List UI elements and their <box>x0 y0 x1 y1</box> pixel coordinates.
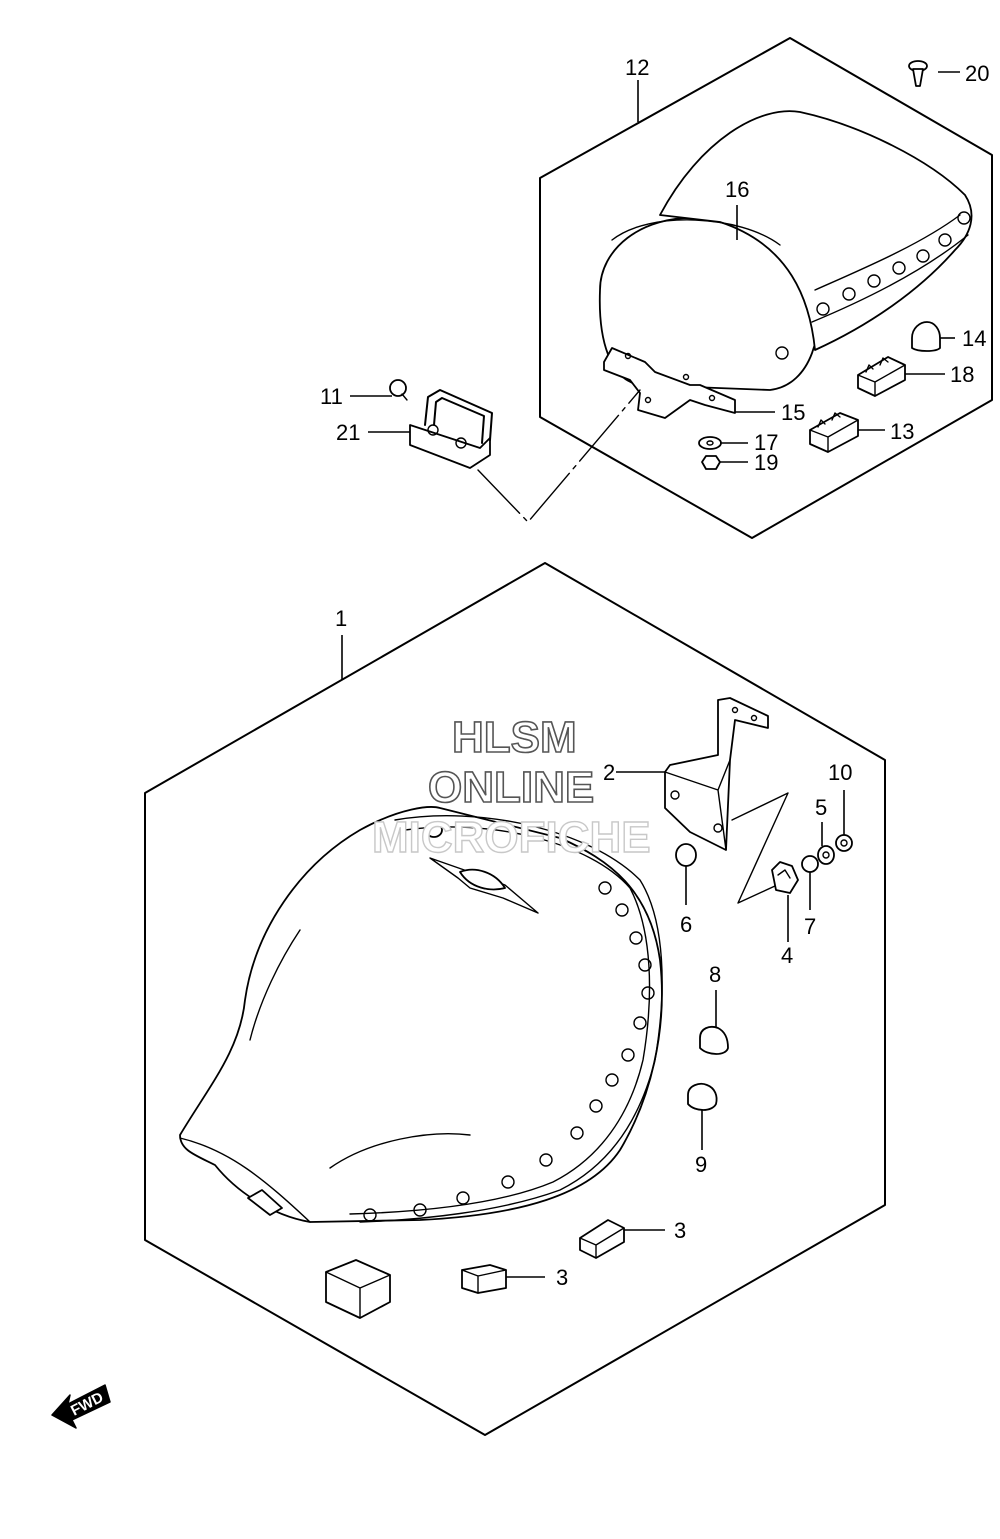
callout-4: 4 <box>781 943 793 968</box>
watermark-line-2: ONLINE <box>428 763 594 812</box>
collar-part-7 <box>801 855 819 873</box>
washer-part-5 <box>817 845 835 865</box>
callout-16: 16 <box>725 177 749 202</box>
damper-part-4 <box>771 861 799 894</box>
callout-12: 12 <box>625 55 649 80</box>
zigzag-connector <box>731 792 789 904</box>
bolt-part-11 <box>389 379 408 401</box>
callout-18: 18 <box>950 362 974 387</box>
bracket-part-2 <box>664 697 769 851</box>
bracket-part-15 <box>603 347 736 419</box>
nut-part-19 <box>701 455 721 470</box>
callout-3-upper: 3 <box>674 1218 686 1243</box>
watermark-line-3: MICROFICHE <box>372 813 651 862</box>
rubber-cushion-part-14 <box>911 321 941 352</box>
callout-19: 19 <box>754 450 778 475</box>
watermark-line-1: HLSM <box>452 713 577 762</box>
watermark: HLSM ONLINE MICROFICHE <box>371 712 651 863</box>
fwd-arrow-shape <box>51 1384 111 1429</box>
leader-lines <box>341 71 960 1278</box>
callout-15: 15 <box>781 400 805 425</box>
upper-frame-hexagon <box>539 37 993 539</box>
nut-part-10 <box>835 834 853 852</box>
callout-3-lower: 3 <box>556 1265 568 1290</box>
callout-14: 14 <box>962 326 986 351</box>
callout-labels: 12 20 16 14 18 15 13 17 19 11 21 1 2 10 … <box>320 55 989 1290</box>
callout-20: 20 <box>965 61 989 86</box>
cushion-part-18 <box>857 356 906 397</box>
passenger-seat-part-16 <box>598 110 973 391</box>
callout-10: 10 <box>828 760 852 785</box>
callout-13: 13 <box>890 419 914 444</box>
callout-9: 9 <box>695 1152 707 1177</box>
cushion-part-3-lower <box>461 1264 507 1294</box>
callout-11: 11 <box>320 384 343 409</box>
callout-5: 5 <box>815 795 827 820</box>
callout-1: 1 <box>335 606 347 631</box>
cushion-part-8 <box>699 1025 729 1055</box>
cushion-part-13 <box>809 412 859 453</box>
callout-21: 21 <box>336 420 360 445</box>
seat-body <box>179 806 663 1223</box>
washer-part-17 <box>698 436 722 450</box>
lower-frame-hexagon <box>144 562 886 1436</box>
grip-part-21 <box>409 389 493 469</box>
washer-part-6 <box>675 843 697 867</box>
connector-line <box>477 389 641 523</box>
callout-6: 6 <box>680 912 692 937</box>
cushion-part-3-upper <box>579 1219 625 1259</box>
fwd-arrow: FWD <box>51 1384 111 1429</box>
callout-17: 17 <box>754 430 778 455</box>
callout-2: 2 <box>603 760 615 785</box>
screw-part-20 <box>908 60 928 87</box>
front-seat-assembly <box>144 562 886 1436</box>
passenger-seat-assembly <box>389 37 993 539</box>
callout-8: 8 <box>709 962 721 987</box>
kit-box <box>325 1259 391 1319</box>
cushion-part-9 <box>687 1082 718 1111</box>
callout-7: 7 <box>804 914 816 939</box>
